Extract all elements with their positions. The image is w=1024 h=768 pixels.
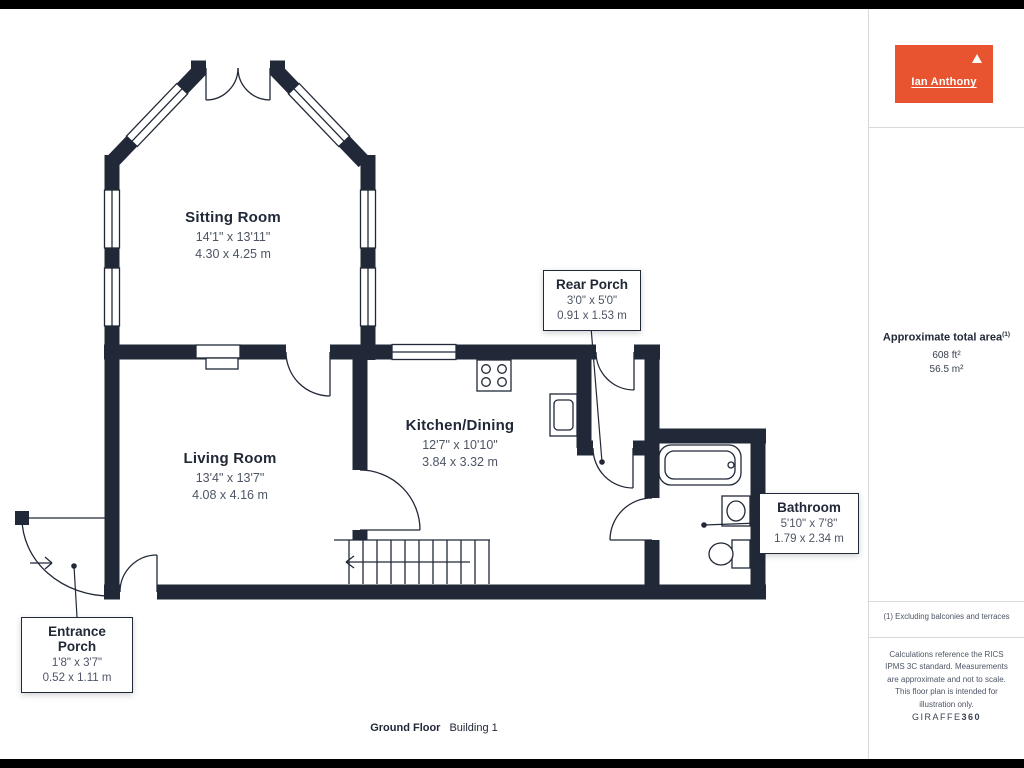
divider [869,127,1024,128]
giraffe360-brand: GIRAFFE360 [911,712,982,722]
room-dimensions: 5'10" x 7'8" 1.79 x 2.34 m [774,518,844,545]
stairs [334,539,490,584]
room-dimensions: 14'1" x 13'11" 4.30 x 4.25 m [195,230,271,261]
room-label-living-room: Living Room 13'4" x 13'7" 4.08 x 4.16 m [145,450,315,504]
kitchen-sink-icon [549,393,578,437]
plan-footer: Ground Floor Building 1 [0,722,868,734]
room-name: Rear Porch [555,277,629,292]
entrance-arrow-icon [30,556,53,570]
floor-plan-drawing [15,59,766,618]
windows [103,82,457,361]
bottom-border [0,759,1024,768]
bathtub-icon [658,444,742,486]
area-m: 56.5 m² [929,363,964,375]
sidebar: Ian Anthony Approximate total area(1) 60… [868,9,1024,759]
agency-logo: Ian Anthony [895,45,993,103]
door-swings [119,67,653,593]
walls [104,60,766,600]
room-name: Bathroom [777,500,841,515]
room-name: Kitchen/Dining [405,417,515,434]
room-name: Living Room [183,450,277,467]
room-dimensions: 3'0" x 5'0" 0.91 x 1.53 m [557,295,627,322]
total-area-label: Approximate total area(1) [882,331,1011,344]
entrance-porch-canopy [15,511,111,597]
callout-bathroom: Bathroom 5'10" x 7'8" 1.79 x 2.34 m [759,493,859,554]
callout-rear-porch: Rear Porch 3'0" x 5'0" 0.91 x 1.53 m [543,270,641,331]
logo-icon [972,54,982,63]
door-openings [120,59,661,600]
room-name: Entrance Porch [48,624,106,654]
bathroom-sink-icon [721,495,751,527]
room-label-kitchen-dining: Kitchen/Dining 12'7" x 10'10" 3.84 x 3.3… [370,417,550,471]
toilet-icon [708,539,751,569]
floor-plan: Sitting Room 14'1" x 13'11" 4.30 x 4.25 … [0,59,868,734]
total-area-values: 608 ft² 56.5 m² [869,349,1024,377]
divider [869,637,1024,638]
floor-name: Ground Floor [370,722,441,734]
leader-lines [71,326,760,618]
callout-entrance-porch: Entrance Porch 1'8" x 3'7" 0.52 x 1.11 m [21,617,133,693]
logo-text: Ian Anthony [911,76,977,88]
room-dimensions: 1'8" x 3'7" 0.52 x 1.11 m [42,657,112,684]
divider [869,601,1024,602]
area-footnote-marker: (1) [1002,331,1011,338]
room-dimensions: 12'7" x 10'10" 3.84 x 3.32 m [422,438,498,469]
room-label-sitting-room: Sitting Room 14'1" x 13'11" 4.30 x 4.25 … [148,209,318,263]
area-footnote: (1) Excluding balconies and terraces [883,612,1010,621]
room-dimensions: 13'4" x 13'7" 4.08 x 4.16 m [192,471,268,502]
room-name: Sitting Room [185,209,281,226]
building-name: Building 1 [449,722,498,734]
total-area-block: Approximate total area(1) 608 ft² 56.5 m… [869,331,1024,377]
top-border [0,0,1024,9]
fireplace [195,344,241,370]
stove-icon [476,359,512,392]
disclaimer-text: Calculations reference the RICS IPMS 3C … [885,650,1008,709]
area-ft: 608 ft² [932,349,961,361]
